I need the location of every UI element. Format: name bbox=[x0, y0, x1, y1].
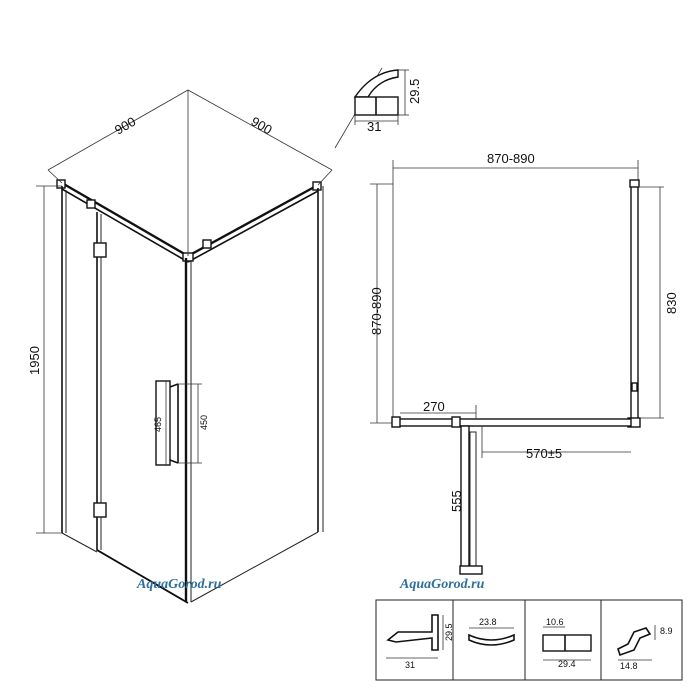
plan-bottom-panel bbox=[392, 418, 632, 427]
dimension-top bbox=[47, 89, 333, 171]
width-right-label: 900 bbox=[249, 114, 275, 138]
handle-a-label: 465 bbox=[153, 417, 163, 432]
watermark-left: AquaGorod.ru bbox=[136, 577, 222, 592]
rail-clamp bbox=[312, 181, 322, 191]
rail-clamp bbox=[56, 179, 66, 189]
open-door-handle bbox=[459, 565, 483, 575]
bottom-edge-right bbox=[190, 531, 319, 603]
profile-3-shape bbox=[542, 634, 592, 652]
profile-1-height: 29.5 bbox=[444, 623, 454, 641]
plan-opening-label: 570±5 bbox=[526, 446, 562, 461]
plan-left-label: 870-890 bbox=[369, 287, 384, 335]
isometric-cabin: 900 900 1950 465 450 bbox=[27, 89, 333, 604]
height-label: 1950 bbox=[27, 346, 42, 375]
swing-label: 555 bbox=[449, 490, 464, 512]
handle-bar bbox=[155, 380, 171, 466]
rail-clamp bbox=[86, 199, 96, 209]
hinge-bottom bbox=[93, 502, 107, 518]
plan-view: 870-890 870-890 830 270 570±5 555 bbox=[369, 151, 679, 575]
plan-wall-profile bbox=[391, 416, 401, 428]
handle-bracket bbox=[169, 459, 179, 464]
dim-ext bbox=[47, 169, 63, 184]
hinge-top bbox=[93, 242, 107, 258]
profile-1: 29.5 31 bbox=[386, 614, 454, 670]
profile-height-label: 29.5 bbox=[407, 79, 422, 104]
rail-clamp bbox=[202, 239, 212, 249]
top-profile-detail: 29.5 31 bbox=[334, 67, 422, 149]
profile-arc bbox=[353, 69, 399, 98]
dim-ext bbox=[317, 169, 333, 186]
width-left-label: 900 bbox=[112, 114, 138, 138]
plan-top-label: 870-890 bbox=[487, 151, 535, 166]
handle-bracket bbox=[169, 383, 179, 388]
profile-4: 8.9 14.8 bbox=[617, 625, 673, 671]
profile-4-shape bbox=[617, 627, 652, 657]
plan-right-label: 830 bbox=[664, 292, 679, 314]
plan-clamp bbox=[631, 382, 638, 392]
bottom-edge-left bbox=[61, 532, 98, 553]
watermark-right: AquaGorod.ru bbox=[399, 577, 485, 592]
profile-1-width: 31 bbox=[405, 660, 415, 670]
top-rail-inner-left bbox=[61, 188, 189, 263]
profile-4-width: 14.8 bbox=[620, 661, 638, 671]
profile-3-bottom: 29.4 bbox=[558, 659, 576, 669]
profile-1-shape bbox=[386, 614, 439, 651]
handle-b-label: 450 bbox=[199, 415, 209, 430]
profile-4-height: 8.9 bbox=[660, 626, 673, 636]
open-door-outline bbox=[469, 431, 477, 573]
bottom-edge-door bbox=[96, 549, 189, 604]
profile-3-top: 10.6 bbox=[546, 617, 564, 627]
profile-2: 23.8 bbox=[468, 617, 515, 646]
profile-2-width: 23.8 bbox=[479, 617, 497, 627]
top-rail-inner-right bbox=[187, 190, 319, 263]
profile-width-label: 31 bbox=[367, 119, 381, 134]
profile-table: 29.5 31 23.8 10.6 29.4 8.9 14.8 bbox=[375, 599, 683, 681]
profile-3: 10.6 29.4 bbox=[542, 617, 592, 669]
profile-2-shape bbox=[468, 633, 515, 646]
plan-small-label: 270 bbox=[423, 399, 445, 414]
plan-hinge bbox=[451, 416, 461, 428]
plan-corner bbox=[629, 179, 640, 188]
table-border bbox=[375, 599, 683, 681]
